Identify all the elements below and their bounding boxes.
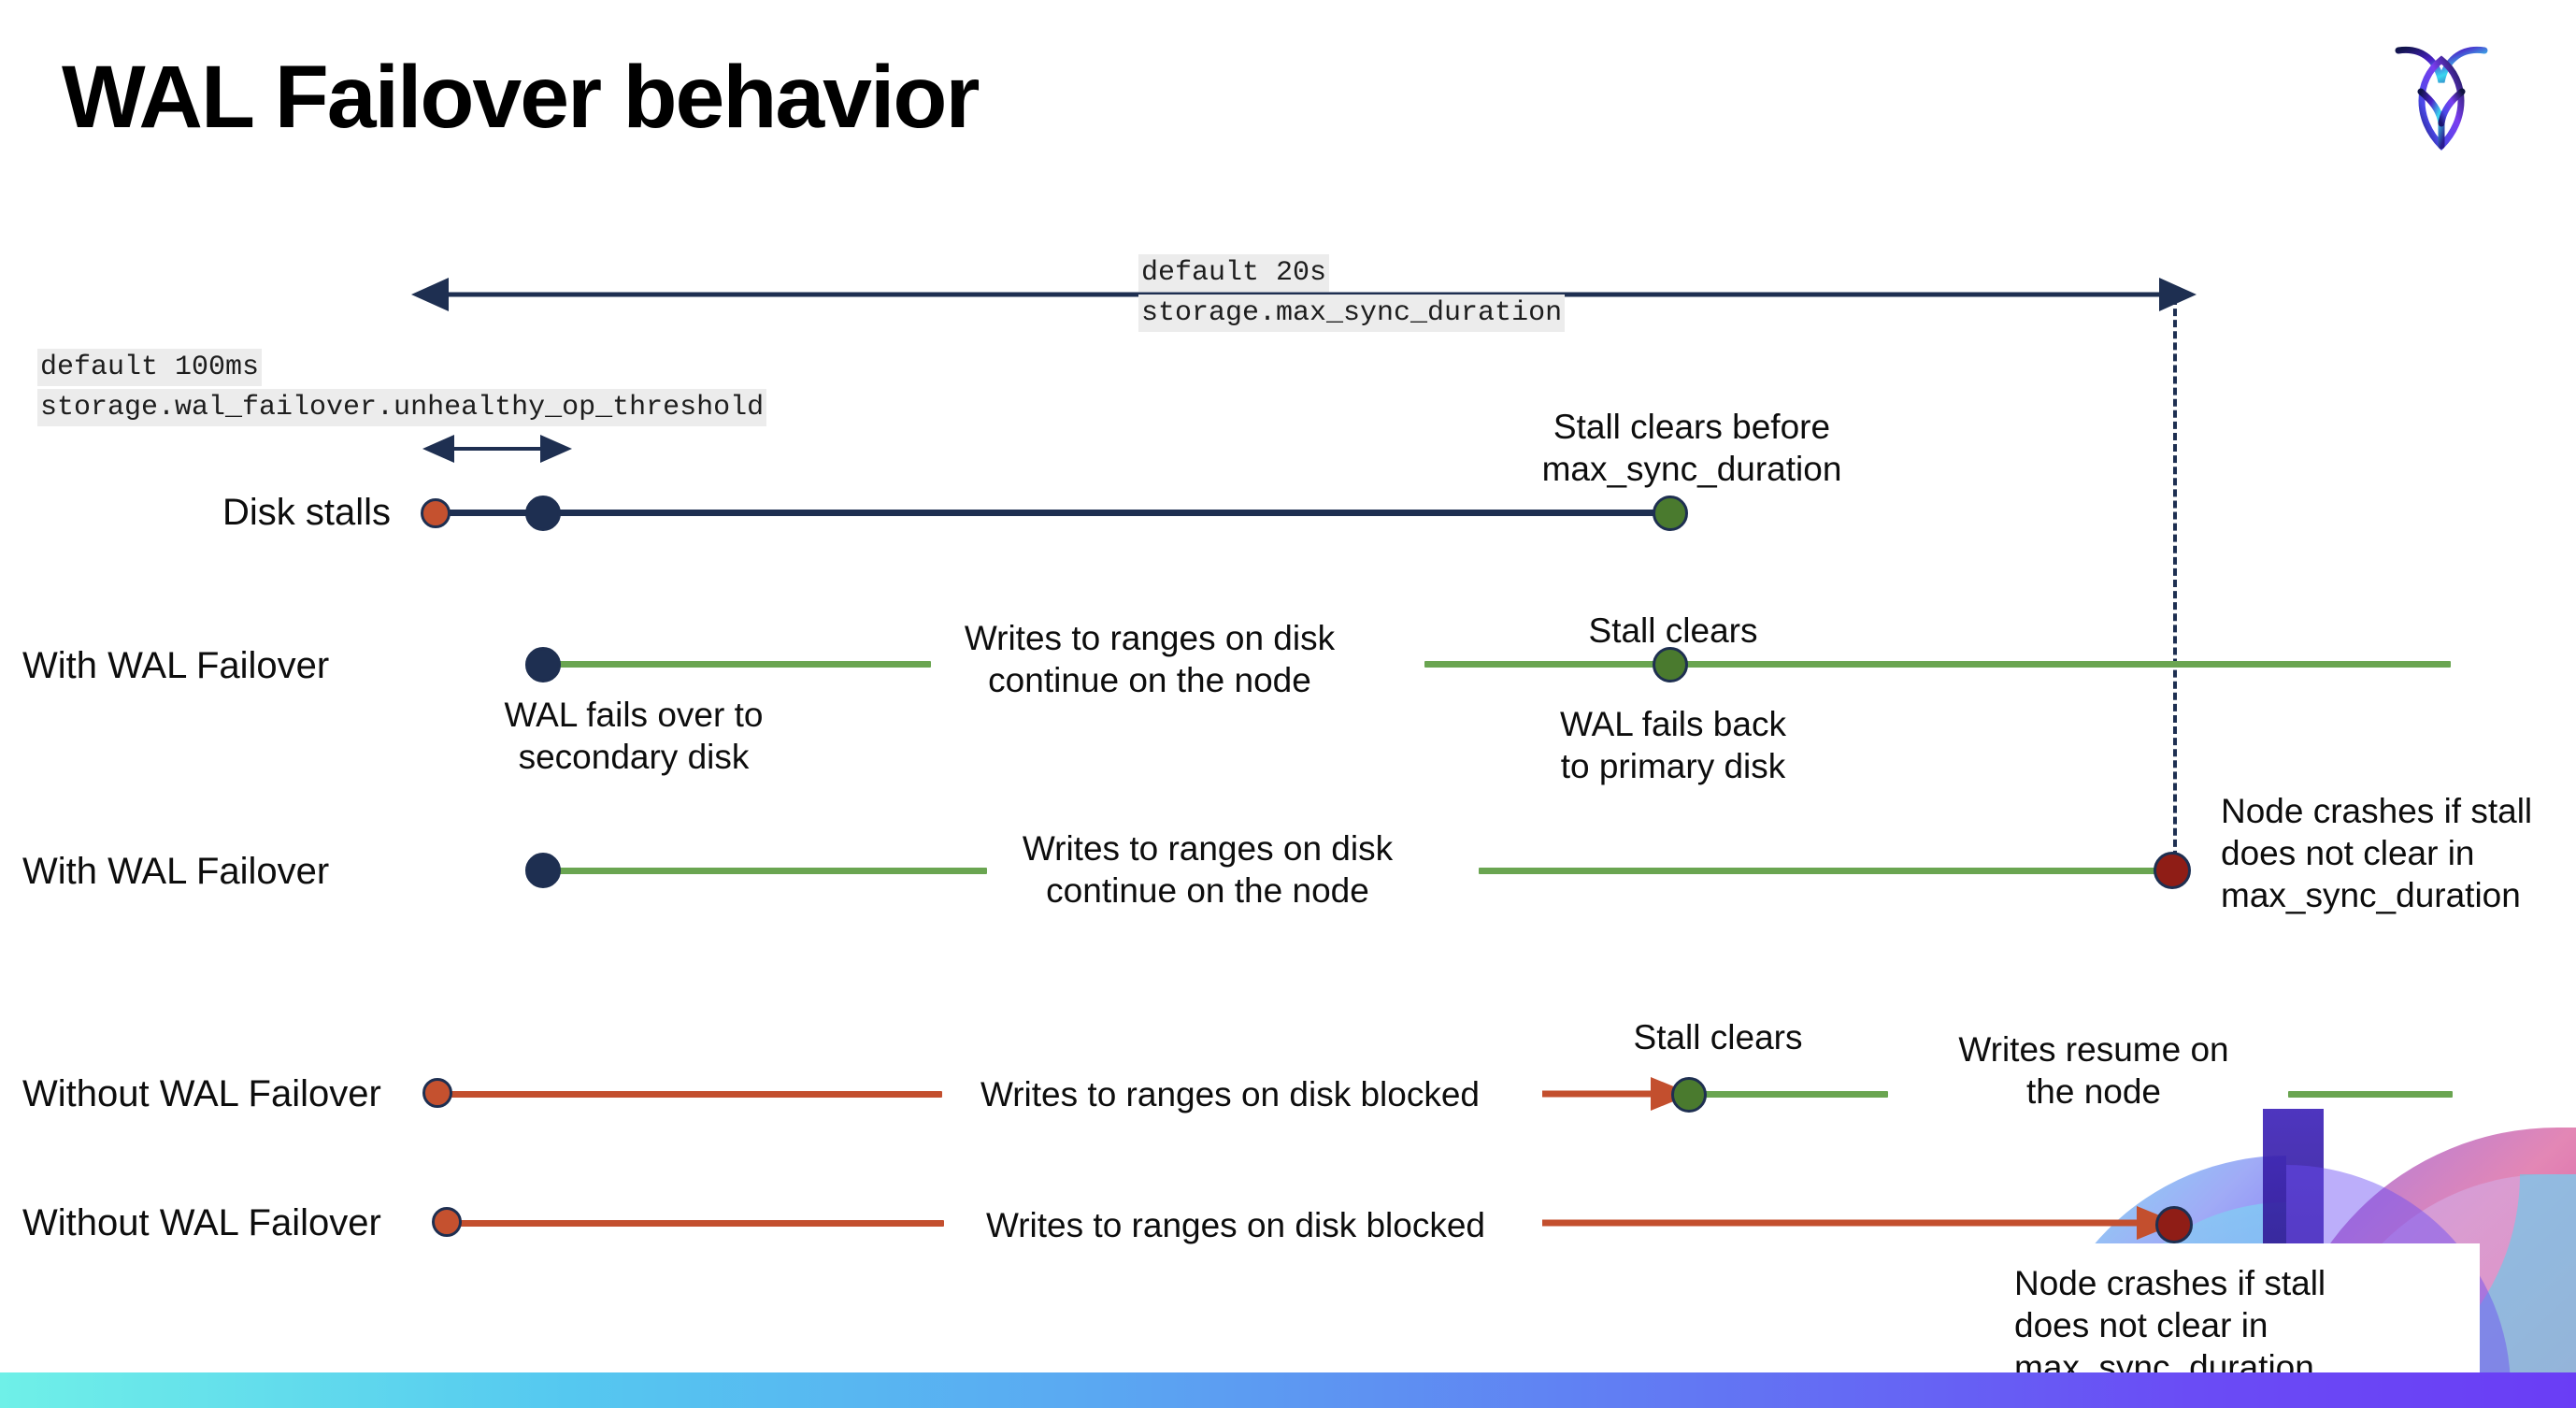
with-wal-failover-2-failover-marker <box>525 853 561 888</box>
without-wal-failover-1-segment-blocked-a <box>439 1091 942 1098</box>
without-wal-failover-1-blocked-arrow <box>1542 1077 1692 1111</box>
unhealthy-op-threshold-span-arrow <box>422 435 572 463</box>
disk-stalls-stall-clears-marker <box>1653 496 1688 531</box>
callout-writes-continue-1: Writes to ranges on disk continue on the… <box>964 619 1336 700</box>
with-wal-failover-2-segment-right <box>1479 868 2170 874</box>
without-wal-failover-1-start-marker <box>422 1078 452 1108</box>
disk-stalls-start-marker <box>421 498 451 528</box>
without-wal-failover-2-blocked-arrow <box>1542 1206 2178 1240</box>
callout-wal-fails-back: WAL fails back to primary disk <box>1560 705 1786 786</box>
row-label-without-wal-failover-2: Without WAL Failover <box>22 1202 381 1243</box>
max-sync-duration-default-chip: default 20s <box>1138 254 1330 293</box>
row-label-with-wal-failover-1: With WAL Failover <box>22 645 330 686</box>
callout-writes-continue-2: Writes to ranges on disk continue on the… <box>1022 829 1394 911</box>
with-wal-failover-1-stall-clears-marker <box>1653 647 1688 682</box>
without-wal-failover-2-segment-blocked-a <box>449 1220 944 1227</box>
disk-stalls-timeline-segment <box>436 510 1669 516</box>
unhealthy-op-threshold-default-chip: default 100ms <box>37 349 263 387</box>
callout-stall-clears-before: Stall clears before max_sync_duration <box>1541 408 1842 489</box>
callout-wal-fails-over: WAL fails over to secondary disk <box>504 696 764 777</box>
page-title: WAL Failover behavior <box>62 48 980 147</box>
without-wal-failover-1-segment-resume-a <box>1701 1091 1888 1098</box>
callout-node-crashes-2: Node crashes if stall does not clear in … <box>2014 1264 2326 1387</box>
disk-stalls-failover-marker <box>525 496 561 531</box>
row-label-without-wal-failover-1: Without WAL Failover <box>22 1073 381 1114</box>
bottom-gradient-strip <box>0 1372 2576 1408</box>
without-wal-failover-1-stall-clears-marker <box>1671 1077 1707 1113</box>
without-wal-failover-1-segment-resume-b <box>2288 1091 2453 1098</box>
without-wal-failover-2-crash-marker <box>2155 1206 2193 1243</box>
max-sync-duration-dashed-connector <box>2173 297 2177 869</box>
callout-writes-resume: Writes resume on the node <box>1958 1030 2229 1112</box>
with-wal-failover-1-segment-right <box>1424 661 2451 668</box>
with-wal-failover-1-segment-left <box>538 661 931 668</box>
with-wal-failover-2-crash-marker <box>2154 852 2191 889</box>
row-label-with-wal-failover-2: With WAL Failover <box>22 851 330 892</box>
with-wal-failover-1-failover-marker <box>525 647 561 682</box>
max-sync-duration-setting-chip: storage.max_sync_duration <box>1138 295 1566 333</box>
callout-node-crashes-1: Node crashes if stall does not clear in … <box>2221 792 2533 915</box>
callout-stall-clears-2: Stall clears <box>1633 1018 1803 1056</box>
without-wal-failover-2-start-marker <box>432 1207 462 1237</box>
unhealthy-op-threshold-setting-chip: storage.wal_failover.unhealthy_op_thresh… <box>37 389 767 427</box>
with-wal-failover-2-segment-left <box>538 868 987 874</box>
row-label-disk-stalls: Disk stalls <box>222 492 392 533</box>
callout-writes-blocked-2: Writes to ranges on disk blocked <box>985 1206 1486 1244</box>
callout-stall-clears-1: Stall clears <box>1588 611 1758 650</box>
cockroachdb-logo-icon <box>2385 26 2497 157</box>
callout-writes-blocked-1: Writes to ranges on disk blocked <box>980 1075 1481 1113</box>
